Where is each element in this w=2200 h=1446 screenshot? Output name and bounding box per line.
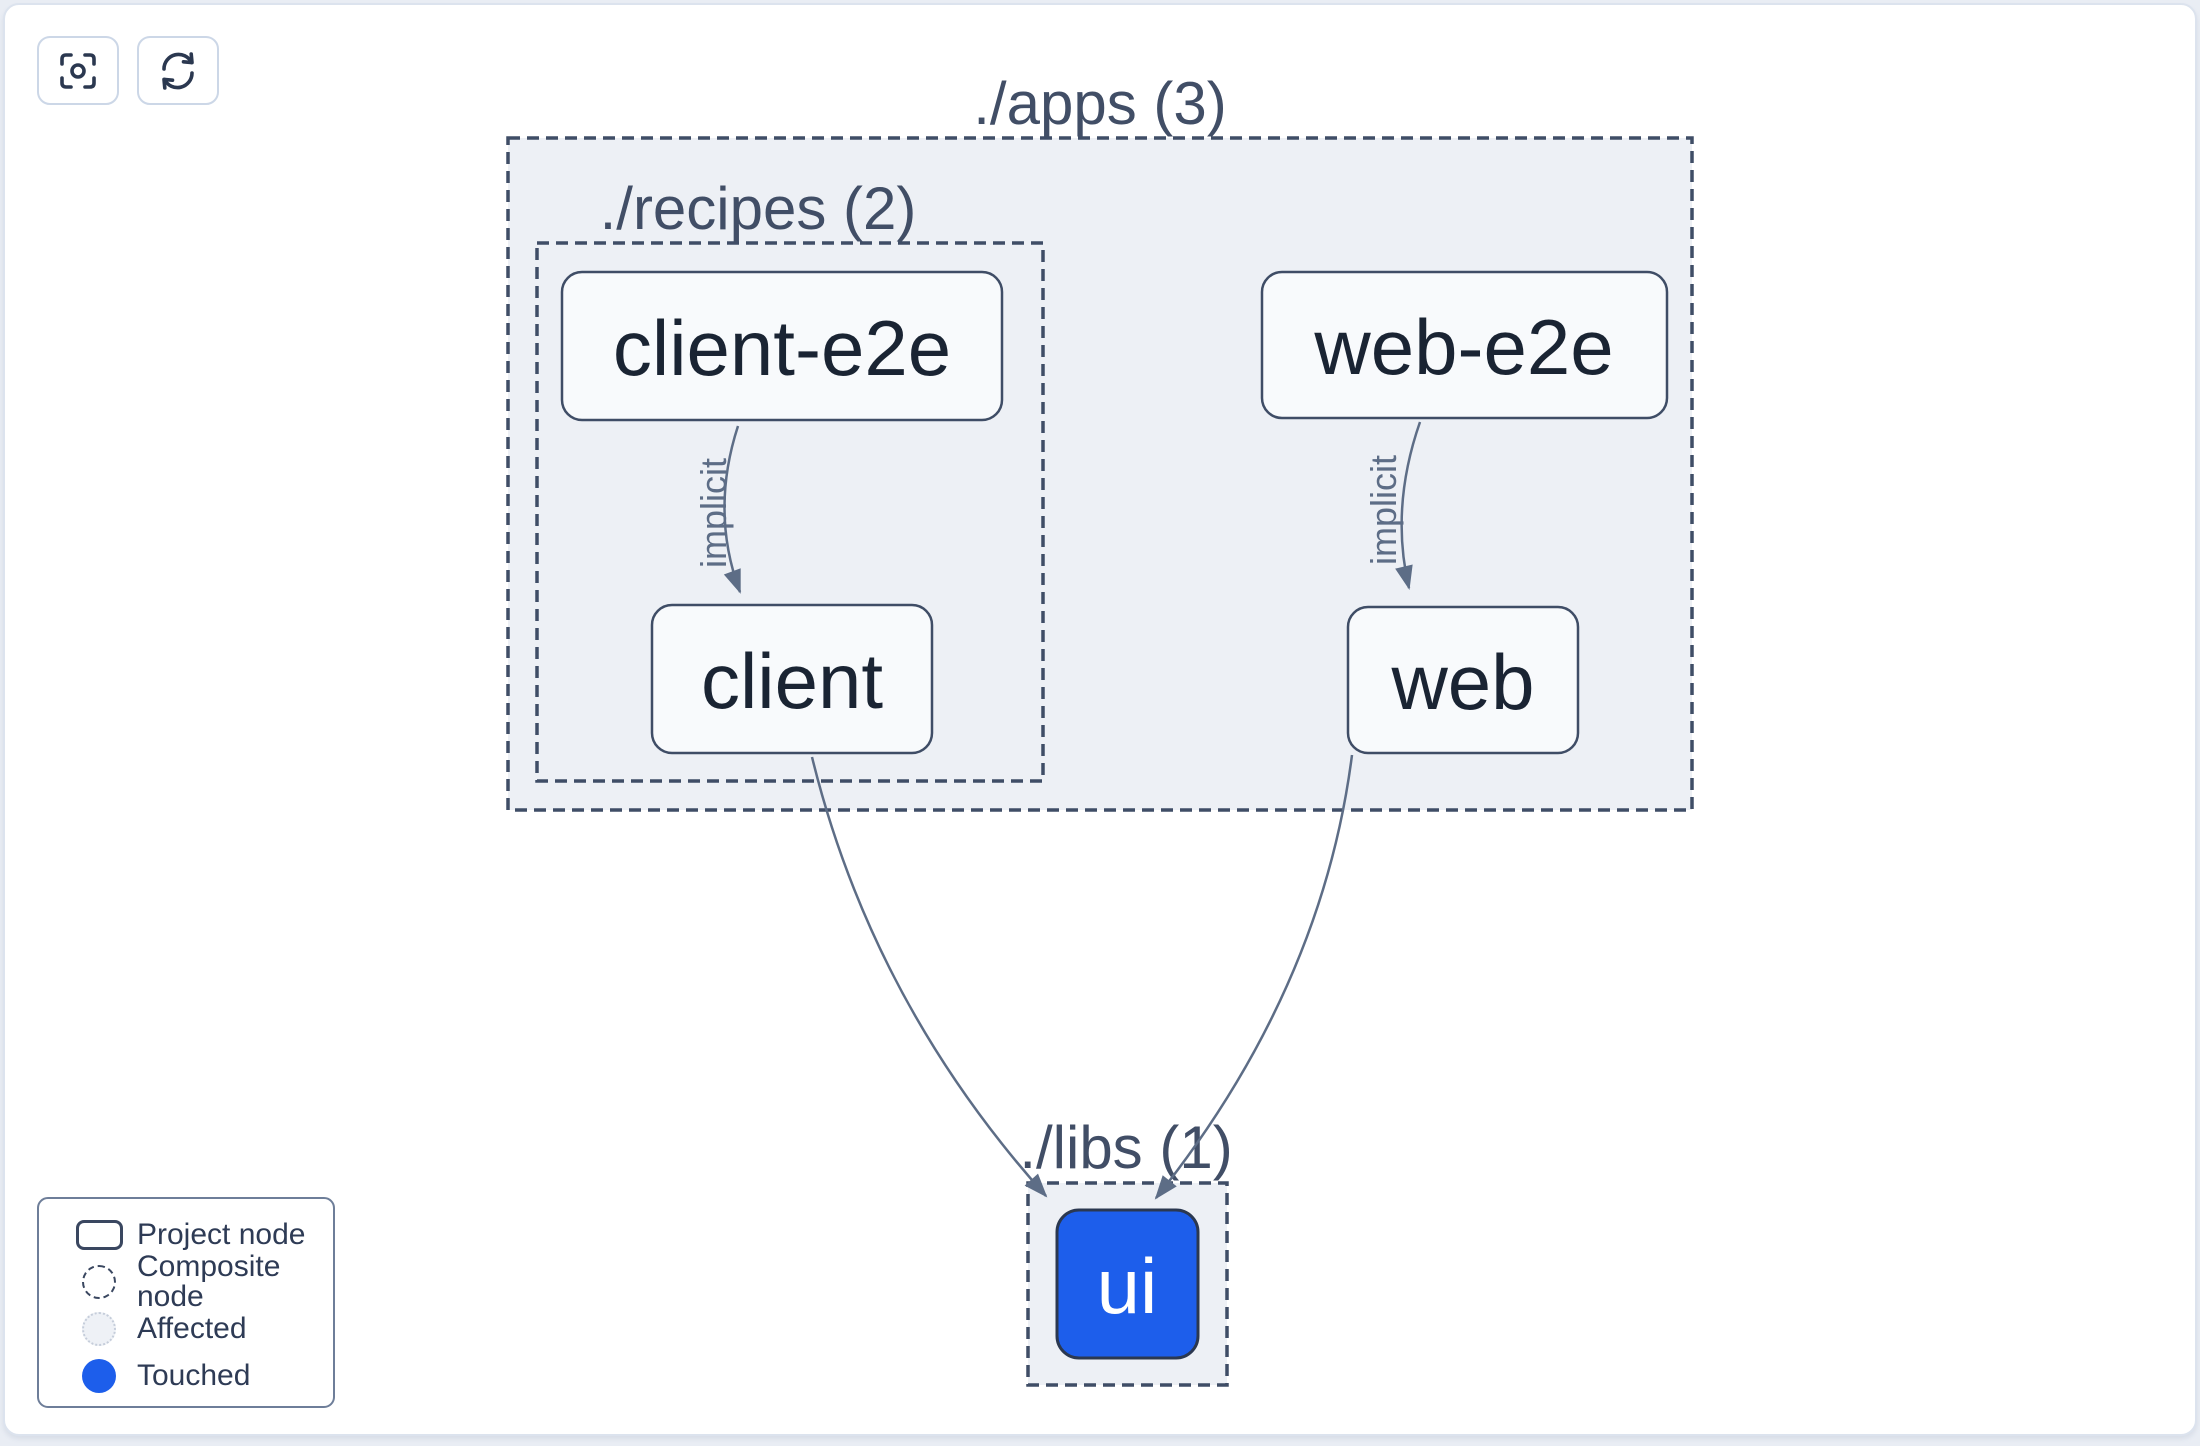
edge-label-implicit-client: implicit	[693, 458, 734, 568]
project-node-web-label: web	[1390, 638, 1534, 726]
project-node-ui-touched[interactable]: ui	[1055, 1208, 1200, 1360]
legend-item-touched: Touched	[61, 1352, 333, 1399]
edge-client-to-ui	[810, 756, 1048, 1198]
project-node-web[interactable]: web	[1346, 605, 1580, 755]
group-label-libs: ./libs (1)	[1019, 1114, 1232, 1181]
refresh-button[interactable]	[137, 36, 219, 105]
project-node-ui-label: ui	[1097, 1242, 1158, 1330]
focus-icon	[60, 52, 96, 89]
legend-label: Composite node	[137, 1249, 281, 1313]
project-node-client-label: client	[701, 637, 883, 725]
project-node-client-box[interactable]	[650, 603, 934, 755]
project-node-ui-box[interactable]	[1055, 1208, 1200, 1360]
project-node-swatch	[75, 1219, 123, 1250]
graph-legend: Project node Composite node Affected Tou…	[37, 1197, 335, 1408]
affected-swatch	[82, 1311, 116, 1346]
project-node-web-box[interactable]	[1346, 605, 1580, 755]
edge-web-to-ui	[1154, 754, 1354, 1200]
project-node-client-e2e[interactable]: client-e2e	[560, 270, 1004, 422]
edge-web-e2e-to-web	[1395, 421, 1422, 590]
group-label-recipes: ./recipes (2)	[600, 175, 917, 242]
refresh-icon	[162, 51, 194, 90]
project-node-client-e2e-box[interactable]	[560, 270, 1004, 422]
legend-label: Project node	[137, 1217, 306, 1251]
legend-item-affected: Affected	[61, 1305, 333, 1352]
composite-node-swatch	[82, 1264, 116, 1299]
project-node-client-e2e-label: client-e2e	[613, 304, 951, 392]
legend-label: Touched	[137, 1358, 251, 1392]
legend-item-composite-node: Composite node	[61, 1251, 333, 1311]
project-node-web-e2e[interactable]: web-e2e	[1260, 270, 1669, 420]
group-label-apps: ./apps (3)	[973, 70, 1226, 137]
edge-client-e2e-to-client	[723, 425, 742, 594]
legend-label: Affected	[137, 1311, 247, 1345]
touched-swatch	[82, 1358, 116, 1393]
project-node-client[interactable]: client	[650, 603, 934, 755]
focus-button[interactable]	[37, 36, 119, 105]
graph-toolbar	[37, 36, 219, 105]
legend-item-project-node: Project node	[61, 1211, 333, 1258]
edge-label-implicit-web: implicit	[1363, 455, 1404, 565]
project-node-web-e2e-label: web-e2e	[1313, 303, 1613, 391]
project-node-web-e2e-box[interactable]	[1260, 270, 1669, 420]
